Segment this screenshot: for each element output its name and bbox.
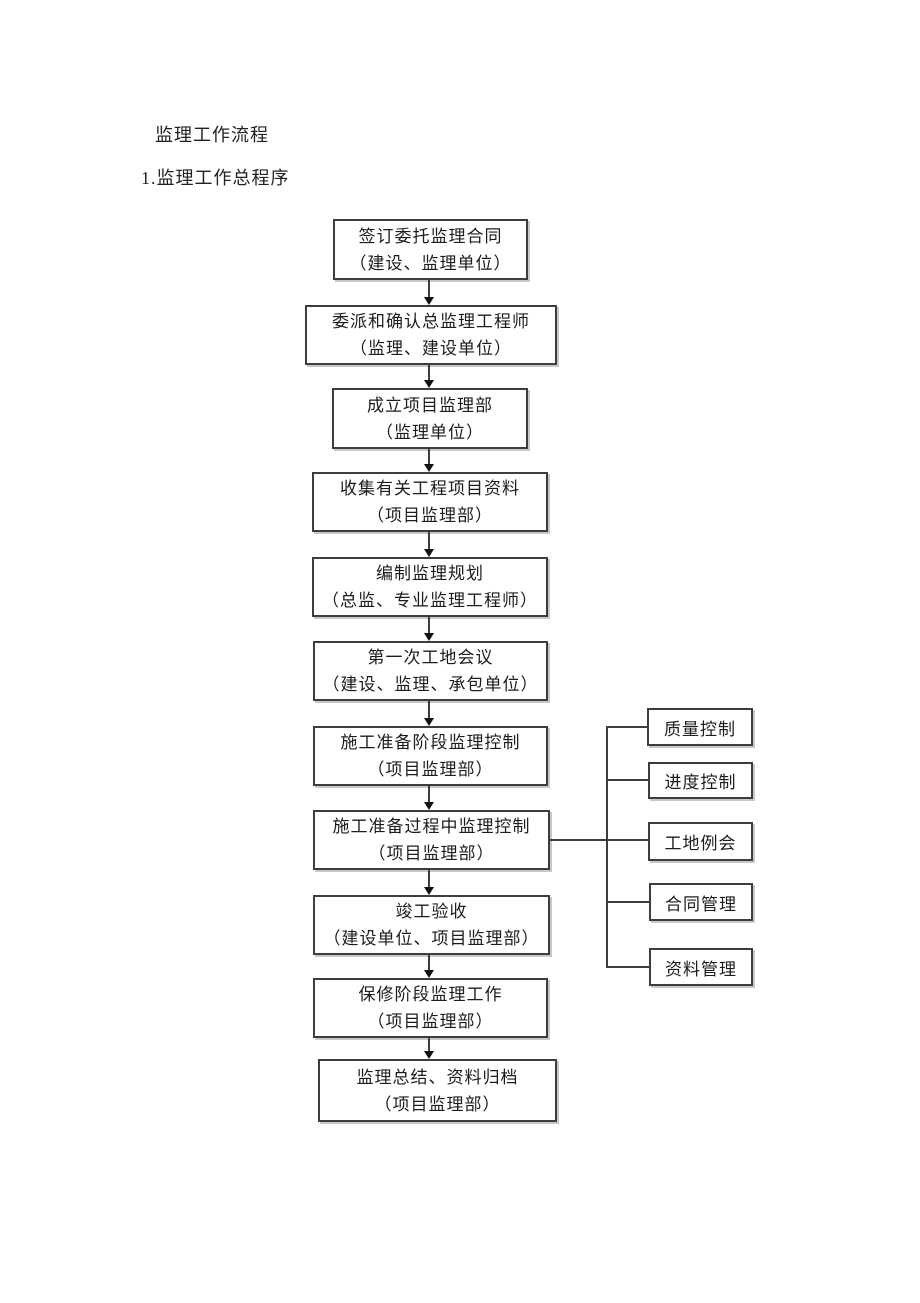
- flow-box-line1: 监理总结、资料归档: [356, 1067, 519, 1087]
- branch-stub-line: [606, 726, 647, 728]
- flow-box-line1: 保修阶段监理工作: [358, 985, 503, 1004]
- branch-stub-line: [606, 966, 649, 968]
- down-arrow-icon: [424, 887, 434, 895]
- flow-box-line1: 施工准备过程中监理控制: [332, 817, 531, 836]
- side-box-label: 进度控制: [664, 773, 737, 792]
- flow-connector-line: [428, 365, 430, 380]
- flow-box-line2: （项目监理部）: [374, 1094, 501, 1114]
- flow-box-line1: 成立项目监理部: [367, 395, 493, 415]
- flow-box-establish-supervision-dept: 成立项目监理部 （监理单位）: [332, 388, 528, 449]
- flow-box-line1: 第一次工地会议: [367, 648, 494, 667]
- page-title: 监理工作流程: [155, 125, 269, 145]
- flow-box-collect-project-data: 收集有关工程项目资料 （项目监理部）: [312, 472, 548, 532]
- down-arrow-icon: [424, 549, 434, 557]
- flow-box-line1: 收集有关工程项目资料: [340, 479, 520, 498]
- side-box-progress-control: 进度控制: [648, 762, 753, 799]
- side-box-label: 合同管理: [665, 894, 737, 914]
- flow-connector-line: [428, 617, 430, 633]
- side-box-label: 工地例会: [664, 834, 737, 853]
- side-box-document-management: 资料管理: [649, 948, 753, 986]
- flow-box-warranty-stage-work: 保修阶段监理工作 （项目监理部）: [313, 978, 548, 1038]
- flow-connector-line: [428, 701, 430, 718]
- branch-stub-line: [606, 901, 649, 903]
- flow-box-line2: （项目监理部）: [368, 844, 495, 863]
- flow-box-preparation-process-control: 施工准备过程中监理控制 （项目监理部）: [313, 810, 550, 870]
- flow-box-completion-acceptance: 竣工验收 （建设单位、项目监理部）: [313, 895, 550, 955]
- side-box-label: 资料管理: [665, 959, 737, 979]
- flow-connector-line: [428, 786, 430, 802]
- side-box-quality-control: 质量控制: [647, 708, 753, 746]
- down-arrow-icon: [424, 1051, 434, 1059]
- flow-box-line2: （建设、监理、承包单位）: [322, 675, 539, 694]
- section-heading: 1.监理工作总程序: [141, 168, 290, 188]
- flow-box-line2: （项目监理部）: [367, 760, 494, 779]
- flow-connector-line: [428, 870, 430, 887]
- down-arrow-icon: [424, 464, 434, 472]
- flow-box-sign-contract: 签订委托监理合同 （建设、监理单位）: [333, 219, 528, 280]
- flow-box-line2: （建设、监理单位）: [349, 253, 512, 273]
- flow-connector-line: [428, 449, 430, 464]
- side-box-site-meeting: 工地例会: [648, 822, 753, 861]
- branch-main-line: [550, 839, 650, 841]
- branch-stub-line: [606, 779, 648, 781]
- flow-box-compile-supervision-plan: 编制监理规划 （总监、专业监理工程师）: [312, 557, 548, 617]
- flow-box-preparation-stage-control: 施工准备阶段监理控制 （项目监理部）: [313, 726, 548, 786]
- down-arrow-icon: [424, 802, 434, 810]
- flow-box-first-site-meeting: 第一次工地会议 （建设、监理、承包单位）: [313, 641, 548, 701]
- flow-connector-line: [428, 280, 430, 297]
- down-arrow-icon: [424, 718, 434, 726]
- flow-box-line1: 施工准备阶段监理控制: [340, 733, 521, 752]
- side-box-contract-management: 合同管理: [649, 883, 753, 921]
- side-box-label: 质量控制: [664, 719, 736, 739]
- branch-trunk-line: [606, 726, 608, 968]
- down-arrow-icon: [424, 297, 434, 305]
- flow-box-line2: （监理单位）: [376, 422, 484, 442]
- flow-box-line2: （总监、专业监理工程师）: [322, 591, 538, 610]
- flow-box-line2: （项目监理部）: [367, 506, 493, 525]
- flow-connector-line: [428, 955, 430, 970]
- down-arrow-icon: [424, 970, 434, 978]
- flow-connector-line: [428, 1038, 430, 1051]
- flow-box-line1: 委派和确认总监理工程师: [332, 312, 530, 331]
- down-arrow-icon: [424, 633, 434, 641]
- flow-box-line1: 签订委托监理合同: [358, 226, 503, 246]
- flow-connector-line: [428, 532, 430, 549]
- flow-box-line1: 编制监理规划: [376, 564, 484, 583]
- flow-box-line2: （监理、建设单位）: [350, 339, 512, 358]
- down-arrow-icon: [424, 380, 434, 388]
- flow-box-line1: 竣工验收: [395, 902, 468, 921]
- flow-box-line2: （建设单位、项目监理部）: [323, 929, 540, 948]
- flow-box-appoint-chief-engineer: 委派和确认总监理工程师 （监理、建设单位）: [305, 305, 557, 365]
- flow-box-line2: （项目监理部）: [367, 1012, 494, 1031]
- flow-box-summary-archiving: 监理总结、资料归档 （项目监理部）: [318, 1059, 557, 1122]
